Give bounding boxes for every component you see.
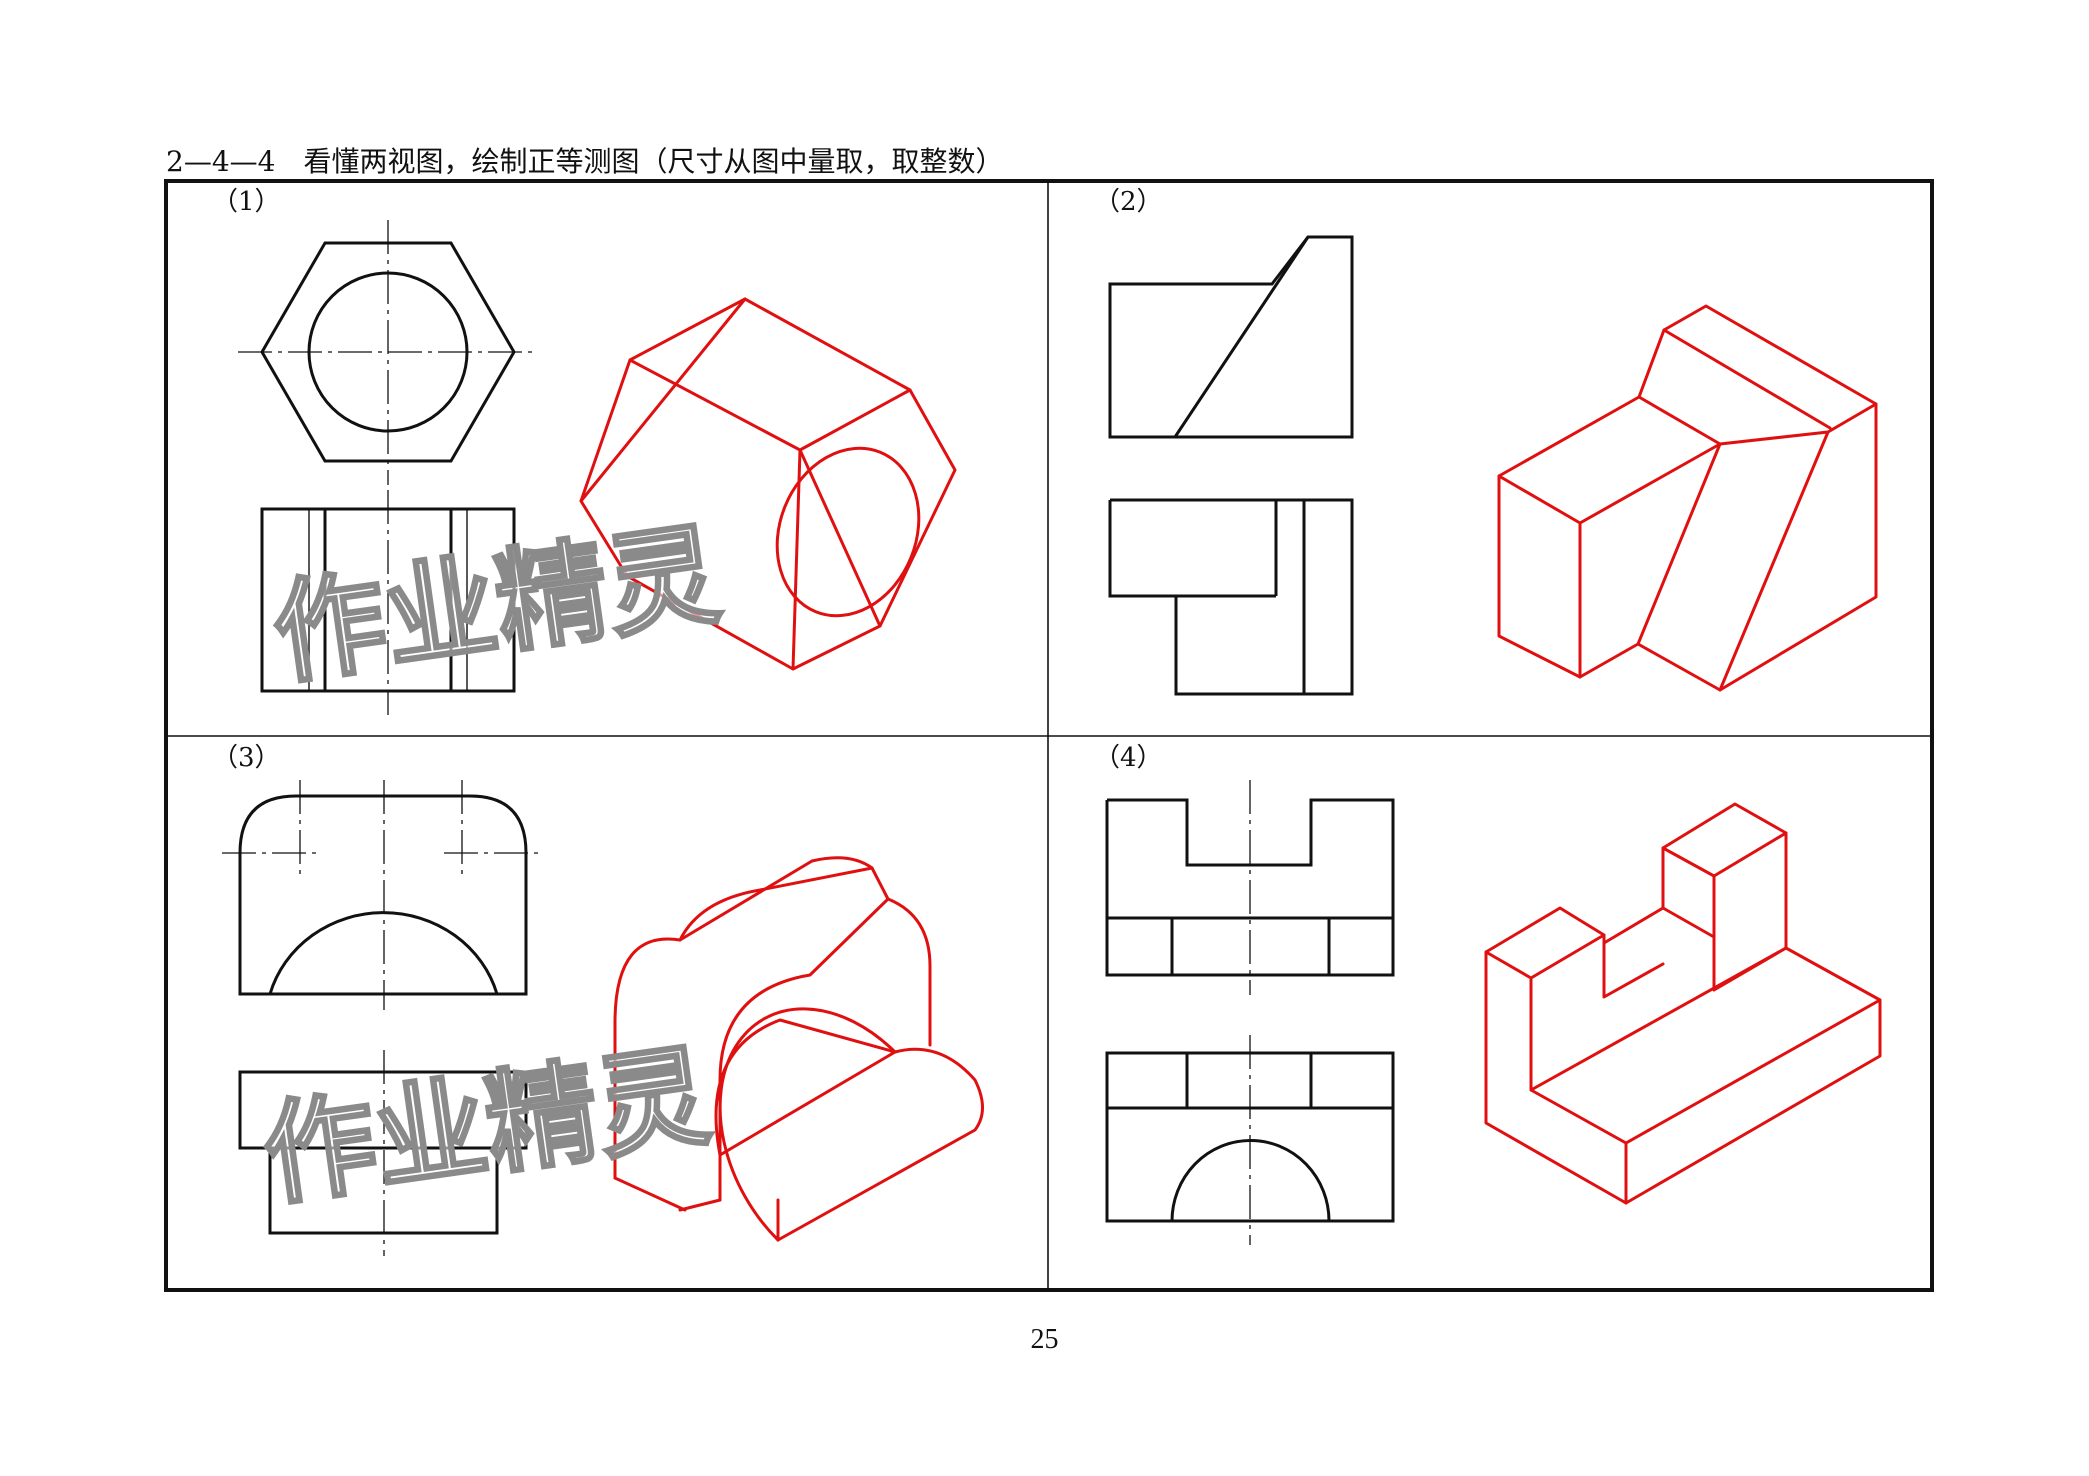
panel-1-top-view <box>238 220 538 485</box>
panel-4-isometric-answer <box>1484 802 1882 1205</box>
panel-2-top-view <box>1108 498 1354 696</box>
panel-1-isometric-answer <box>579 297 957 671</box>
panel-1-label: （1） <box>212 187 281 217</box>
panel-3-top-view <box>238 1050 528 1256</box>
watermark-upper: 作业精灵 <box>266 510 728 701</box>
panel-2-isometric-answer <box>1497 304 1878 692</box>
panel-3-isometric-answer <box>613 856 984 1242</box>
exercise-heading: 2—4—4 看懂两视图，绘制正等测图（尺寸从图中量取，取整数） <box>166 145 1004 178</box>
panel-2-label: （2） <box>1094 187 1163 217</box>
page-number: 25 <box>1030 1324 1059 1355</box>
panel-4-label: （4） <box>1094 743 1163 773</box>
panel-3-label: （3） <box>212 743 281 773</box>
panel-1-front-view <box>260 490 516 715</box>
panel-3-front-view <box>222 780 544 1010</box>
panel-4-front-view <box>1105 780 1395 995</box>
panel-4-top-view <box>1105 1035 1395 1245</box>
panel-2-front-view <box>1108 235 1354 439</box>
